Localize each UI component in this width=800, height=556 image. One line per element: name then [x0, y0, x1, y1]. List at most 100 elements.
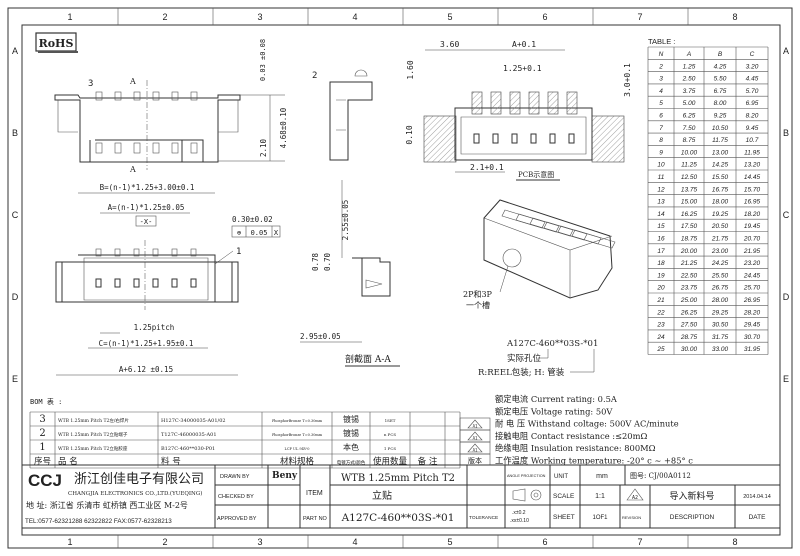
grid-column-label: 8 [732, 12, 737, 22]
grid-column-label: 4 [352, 537, 357, 547]
table-cell: 21.25 [680, 260, 698, 267]
company-name-en: CHANGJIA ELECTRONICS CO.,LTD.(YUEQING) [68, 490, 202, 497]
part-no-value: A127C-460**03S-*01 [341, 512, 455, 524]
bom-cell: 2 [39, 428, 45, 439]
rohs-label: RoHS [39, 37, 74, 50]
bottom-pin [114, 142, 122, 154]
unit-value: mm [596, 473, 608, 480]
bom-cell: n PCS [384, 432, 397, 437]
dim-pcb-pitch: 1.25+0.1 [503, 64, 542, 73]
table-cell: 22.50 [680, 272, 698, 279]
bottom-pin [133, 142, 141, 154]
note-one-slot: 一个槽 [466, 300, 490, 310]
bom-cell: 1 [39, 442, 45, 453]
table-cell: 7 [659, 125, 663, 132]
table-cell: 20 [656, 285, 665, 292]
grid-row-label: D [12, 292, 19, 302]
grid-column-label: 2 [162, 537, 167, 547]
bom-header: 材料规格 [280, 456, 315, 467]
table-cell: 11 [658, 174, 665, 181]
table-header: B [718, 51, 723, 58]
table-cell: 26.95 [743, 297, 761, 304]
dim-0-10: 0.10 [405, 125, 414, 144]
grid-column-label: 1 [67, 12, 72, 22]
table-cell: 13.00 [712, 149, 729, 156]
grid-column-label: 7 [637, 537, 642, 547]
table-cell: 26.75 [711, 285, 729, 292]
front-view: B=(n-1)*1.25+3.00±0.1 A=(n-1)*1.25±0.05 … [55, 183, 281, 376]
table-cell: 19.45 [744, 223, 761, 230]
part-no-label: PART NO [303, 516, 328, 522]
table-cell: 21.75 [711, 236, 729, 243]
table-cell: 13.75 [681, 186, 698, 193]
dim-2-55: 2.55±0.05 [341, 200, 350, 241]
table-cell: 31.75 [712, 334, 729, 341]
callout-3: 3 [88, 79, 93, 89]
table-cell: 15.70 [744, 186, 761, 193]
position-tolerance-icon: ⊕ [237, 229, 242, 237]
table-cell: 18.00 [712, 199, 729, 206]
datum-x: -X- [140, 218, 153, 226]
approved-by-label: APPROVED BY [217, 516, 257, 522]
grid-row-label: D [783, 292, 790, 302]
bom-cell: PhosphorBronze T=0.30mm [272, 419, 323, 423]
dim-c-formula: C=(n-1)*1.25+1.95±0.1 [99, 339, 194, 348]
position-datum: X [274, 229, 279, 237]
table-cell: 28.00 [711, 297, 729, 304]
revision-mark: A1 [473, 448, 478, 453]
dim-0-78: 0.78 [311, 252, 320, 271]
angle-projection-label: ANGLE PROJECTION [507, 474, 546, 478]
item-name: WTB 1.25mm Pitch T2 [341, 473, 455, 484]
bom-cell: 镀锡 [343, 428, 359, 438]
table-cell: 7.50 [683, 125, 696, 132]
grid-column-label: 3 [257, 537, 262, 547]
dim-lower-height: 2.10 [259, 138, 268, 157]
table-cell: 17 [657, 248, 665, 255]
pin-tail [114, 248, 121, 257]
callout-1: 1 [236, 247, 241, 257]
bottom-pin [95, 142, 103, 154]
table-cell: 2 [658, 63, 663, 70]
table-cell: 5.70 [746, 88, 759, 95]
bom-header: 备 注 [418, 456, 438, 467]
contact-window [133, 278, 140, 288]
revision-mark: A2 [632, 495, 638, 501]
table-cell: 8.75 [683, 137, 696, 144]
rohs-badge: RoHS [35, 32, 78, 53]
dim-2-1: 2.1+0.1 [470, 163, 504, 172]
title-block: CCJ 浙江创佳电子有限公司 CHANGJIA ELECTRONICS CO.,… [22, 464, 780, 529]
spec-line: 额定电压 Voltage rating: 50V [495, 406, 613, 416]
top-pin [95, 91, 103, 101]
table-cell: 8.00 [714, 100, 727, 107]
dim-total-width: A+6.12 ±0.15 [119, 365, 173, 374]
pcb-pad [490, 91, 502, 115]
bom-header: 序号 [34, 456, 51, 467]
top-pin [133, 91, 141, 101]
bom-cell: B127C-460**030-P01 [161, 446, 215, 452]
table-cell: 30.70 [744, 334, 761, 341]
grid-row-label: E [12, 374, 18, 384]
table-cell: 5 [659, 100, 663, 107]
pcb-pad [528, 91, 540, 115]
table-cell: 16.75 [712, 186, 729, 193]
spec-line: 工作温度 Working temperature: -20° c ~ +85° … [495, 456, 693, 466]
bom-cell: 3 [39, 414, 45, 425]
pcb-pad [509, 91, 521, 115]
unit-label: UNIT [554, 474, 568, 480]
revision-a2-icon: A2 [626, 488, 644, 501]
revision-description: 导入新料号 [669, 490, 714, 502]
table-cell: 21 [656, 297, 665, 304]
spec-line: 绝缘电阻 Insulation resistance: 800MΩ [495, 443, 656, 453]
table-cell: 25.50 [711, 272, 729, 279]
table-cell: 17.50 [681, 223, 698, 230]
drawing-number: 图号: CJ/00A0112 [630, 472, 691, 480]
table-cell: 9.25 [714, 113, 727, 120]
note-2p-3p: 2P和3P [463, 290, 493, 299]
dim-0-70: 0.70 [323, 252, 332, 271]
table-cell: 29.25 [711, 309, 729, 316]
grid-row-label: C [783, 210, 790, 220]
table-cell: 19 [657, 272, 665, 279]
table-cell: 14.25 [712, 162, 729, 169]
